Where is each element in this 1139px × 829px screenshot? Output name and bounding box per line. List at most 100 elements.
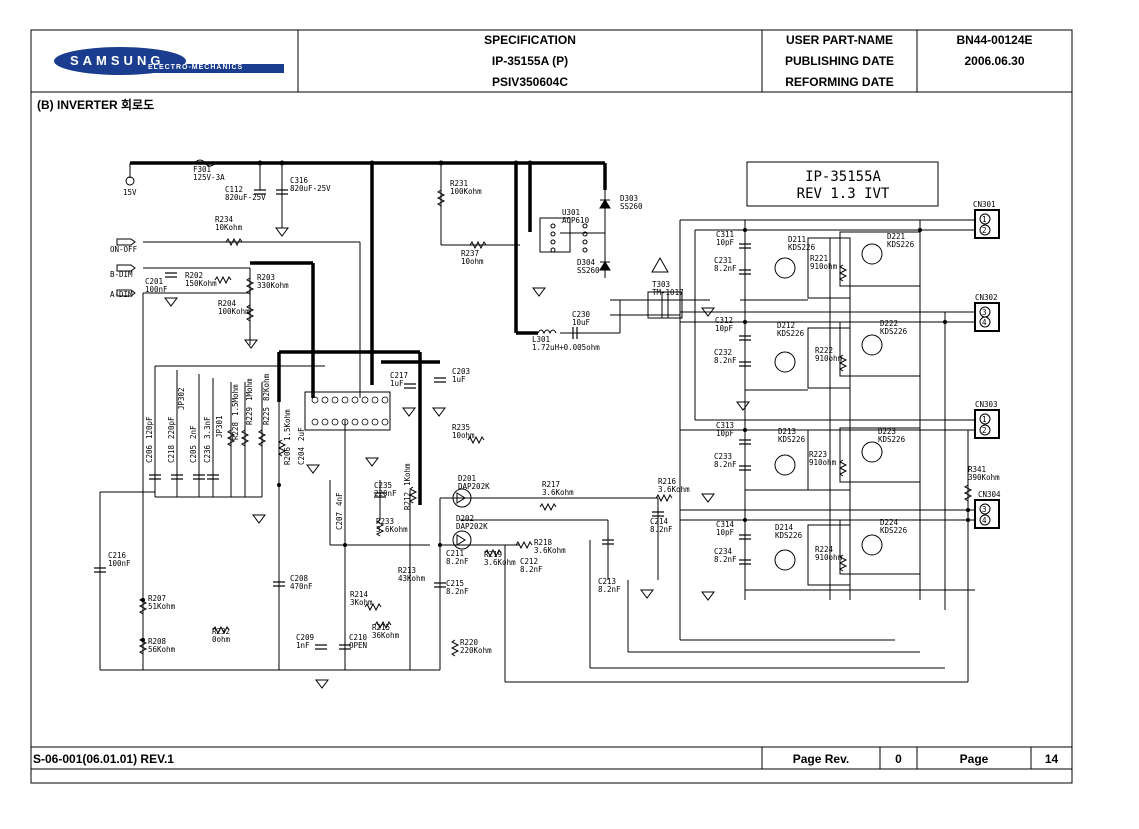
component-ref: R232 [212, 627, 230, 636]
header-model: IP-35155A (P) [491, 54, 569, 68]
component-ref: R222 [815, 346, 833, 355]
header-user-part-name: USER PART-NAME [785, 33, 894, 47]
diodes-d201-d202 [452, 488, 472, 550]
component-value: 10ohm [452, 431, 475, 440]
component-value: 0ohm [212, 635, 231, 644]
component-ref: R212 [403, 492, 412, 510]
cn304-pin-a: 3 [982, 505, 987, 514]
component-ref: D202 [456, 514, 474, 523]
component-value: DAP202K [458, 482, 490, 491]
component-ref: F301 [193, 165, 211, 174]
component-ref: T303 [652, 280, 670, 289]
component-ref: D223 [878, 427, 896, 436]
component-ref: C206 [145, 444, 154, 463]
component-value: SS260 [620, 202, 643, 211]
component-value: 3.6Kohm [484, 558, 516, 567]
component-labels: F301125V-3AC112820uF-25VC316820uF-25VR23… [108, 165, 1000, 655]
input-15v: 15V [123, 188, 137, 197]
input-a-dim: A-DIM [110, 290, 133, 299]
component-ref: R237 [461, 249, 479, 258]
component-value: 1uF [452, 375, 466, 384]
component-ref: C218 [167, 444, 176, 463]
component-ref: C213 [598, 577, 616, 586]
ic-u301 [539, 217, 588, 253]
component-ref: R341 [968, 465, 986, 474]
component-c206: C206 120pF [145, 416, 154, 463]
output-transistors [774, 231, 921, 586]
cn303-pin-b: 2 [982, 426, 987, 435]
cn303-label: CN303 [975, 400, 998, 409]
cn301-pin-a: 1 [982, 215, 987, 224]
component-value: 10pF [716, 238, 735, 247]
component-ref: R229 [245, 407, 254, 425]
component-ref: R220 [460, 638, 479, 647]
component-value: 470nF [290, 582, 313, 591]
component-ref: C205 [189, 445, 198, 463]
section-title: (B) INVERTER 회로도 [37, 98, 155, 112]
component-ref: C209 [296, 633, 314, 642]
input-terminals [116, 176, 136, 297]
component-value: KDS226 [775, 531, 803, 540]
component-ref: D304 [577, 258, 596, 267]
cn304-pin-b: 4 [982, 516, 987, 525]
component-ref: C210 [349, 633, 368, 642]
component-ref: C313 [716, 421, 734, 430]
component-ref: R206 [283, 446, 292, 465]
component-ref: C232 [714, 348, 732, 357]
component-ref: C211 [446, 549, 464, 558]
component-ref: R228 [231, 421, 240, 440]
component-ref: L301 [532, 335, 550, 344]
component-value: 1Mohm [245, 378, 254, 401]
component-ref: R224 [815, 545, 834, 554]
component-ref: C216 [108, 551, 127, 560]
diodes-d303-d304 [599, 199, 611, 271]
component-ref: R202 [185, 271, 203, 280]
component-ref: C314 [716, 520, 735, 529]
footer-page-label: Page [959, 752, 989, 766]
component-value: 82Kohm [262, 373, 271, 401]
component-value: 1.72uH+0.005ohm [532, 343, 600, 352]
component-ref: D212 [777, 321, 795, 330]
board-title-line1: IP-35155A [805, 169, 881, 185]
component-value: 100Kohm [218, 307, 250, 316]
component-ref: D211 [788, 235, 806, 244]
component-value: 8.2nF [446, 587, 469, 596]
component-value: 2uF [297, 427, 306, 441]
component-value: 3.6Kohm [376, 525, 408, 534]
cn304-label: CN304 [978, 490, 1001, 499]
component-ref: R215 [372, 623, 390, 632]
component-value: 120pF [145, 416, 154, 439]
